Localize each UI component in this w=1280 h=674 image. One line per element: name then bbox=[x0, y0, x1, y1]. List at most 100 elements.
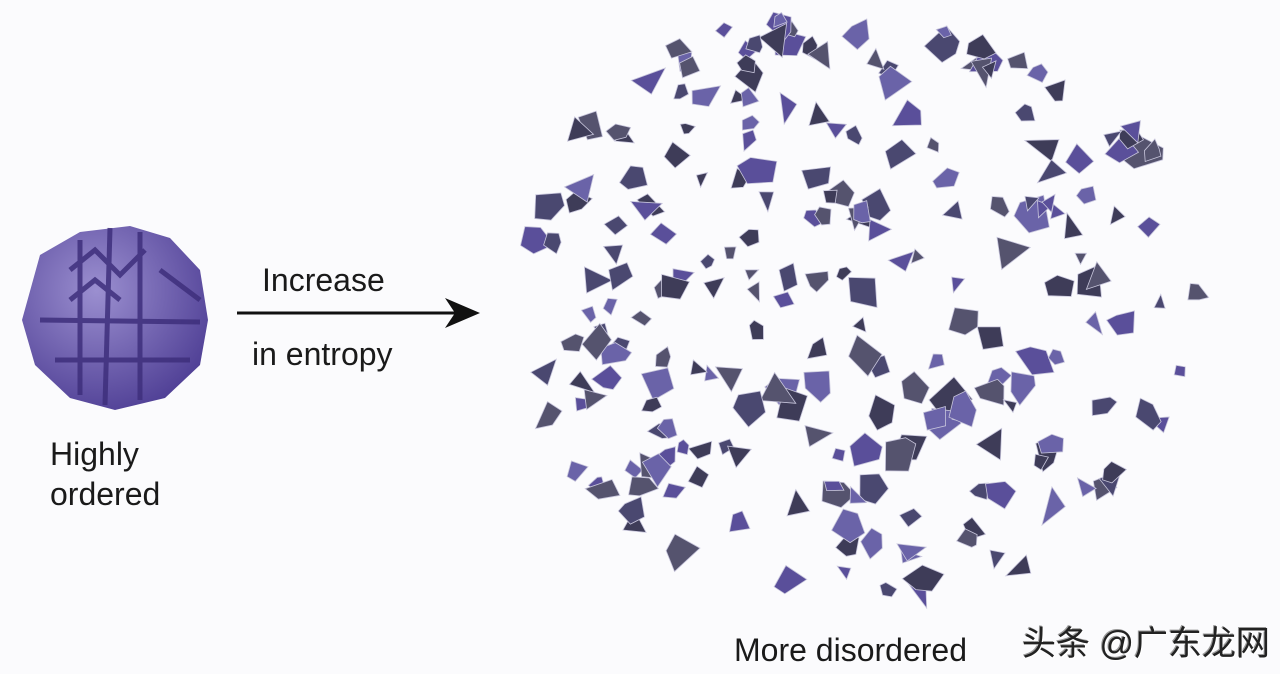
shard bbox=[1004, 554, 1032, 577]
shard bbox=[951, 276, 966, 294]
shard bbox=[801, 166, 832, 190]
shard bbox=[676, 439, 690, 456]
shard bbox=[910, 248, 925, 264]
shard bbox=[741, 114, 760, 131]
shard bbox=[975, 427, 1003, 461]
shard bbox=[744, 269, 760, 281]
shard bbox=[663, 141, 691, 169]
shard bbox=[955, 528, 978, 548]
shard bbox=[714, 366, 744, 393]
shard bbox=[617, 496, 645, 525]
shard bbox=[968, 482, 989, 501]
shard bbox=[1023, 139, 1060, 163]
shard bbox=[804, 270, 829, 293]
shard bbox=[704, 364, 720, 382]
shard bbox=[831, 508, 866, 544]
shard bbox=[989, 196, 1010, 218]
shard bbox=[664, 38, 693, 59]
shard bbox=[656, 418, 678, 440]
shard bbox=[1102, 461, 1128, 484]
shard bbox=[759, 371, 797, 404]
shard bbox=[922, 405, 947, 431]
shard bbox=[640, 367, 675, 401]
shard bbox=[679, 123, 696, 135]
shard bbox=[1033, 453, 1050, 471]
highly-ordered-label: Highly ordered bbox=[50, 434, 160, 514]
shard bbox=[835, 266, 853, 281]
shard bbox=[851, 316, 867, 333]
shard bbox=[1007, 51, 1029, 70]
shard bbox=[1050, 203, 1066, 220]
shard bbox=[758, 22, 788, 59]
shard bbox=[602, 244, 624, 266]
shard bbox=[736, 157, 778, 185]
shard bbox=[714, 22, 734, 38]
shard bbox=[866, 47, 885, 70]
shard bbox=[804, 425, 834, 448]
shard bbox=[1103, 130, 1123, 148]
shard bbox=[649, 222, 678, 245]
shard bbox=[1187, 283, 1210, 301]
shard bbox=[806, 336, 828, 360]
shard bbox=[868, 218, 893, 242]
shard bbox=[849, 432, 883, 467]
shard bbox=[665, 533, 701, 573]
shard bbox=[884, 139, 917, 170]
shard bbox=[618, 165, 648, 190]
shard bbox=[860, 527, 883, 560]
shard bbox=[1074, 252, 1088, 266]
shard bbox=[1119, 120, 1141, 144]
shard bbox=[660, 273, 690, 300]
shard bbox=[941, 200, 963, 220]
shard bbox=[560, 333, 585, 352]
shard bbox=[742, 129, 757, 152]
shard bbox=[738, 228, 760, 248]
shard bbox=[1109, 205, 1126, 226]
disordered-shards bbox=[520, 11, 1210, 610]
shard bbox=[853, 200, 871, 224]
shard bbox=[1091, 396, 1118, 417]
shard bbox=[718, 438, 735, 456]
shard bbox=[630, 67, 667, 95]
shard bbox=[568, 370, 596, 394]
shard bbox=[687, 465, 710, 489]
shard bbox=[891, 99, 922, 127]
shard bbox=[1044, 274, 1075, 297]
shard bbox=[935, 25, 952, 39]
shard bbox=[628, 476, 660, 497]
shard bbox=[1036, 159, 1068, 184]
shard bbox=[1026, 63, 1049, 84]
shard bbox=[583, 266, 614, 294]
shard bbox=[641, 453, 672, 488]
shard bbox=[1047, 348, 1066, 366]
shard bbox=[773, 11, 788, 28]
shard bbox=[848, 334, 883, 377]
shard bbox=[748, 319, 764, 340]
shard bbox=[878, 65, 913, 101]
shard bbox=[1010, 371, 1036, 406]
shard bbox=[703, 277, 725, 300]
shard bbox=[734, 57, 764, 93]
shard bbox=[859, 473, 889, 505]
shard bbox=[583, 389, 608, 411]
shard bbox=[723, 246, 737, 260]
shard bbox=[679, 55, 701, 79]
shard bbox=[976, 326, 1004, 350]
shard bbox=[1106, 310, 1135, 336]
shard bbox=[543, 232, 562, 255]
shard bbox=[1041, 485, 1066, 527]
shard bbox=[1153, 293, 1166, 309]
shard bbox=[736, 54, 756, 74]
label-line: Highly bbox=[50, 436, 139, 472]
shard bbox=[602, 297, 618, 316]
shard bbox=[1014, 103, 1036, 122]
shard bbox=[831, 447, 846, 462]
shard bbox=[985, 481, 1017, 510]
shard bbox=[687, 440, 713, 460]
shard bbox=[778, 262, 798, 292]
shard bbox=[989, 549, 1006, 570]
shard bbox=[926, 136, 940, 153]
shard bbox=[1041, 193, 1056, 214]
shard bbox=[896, 543, 928, 562]
